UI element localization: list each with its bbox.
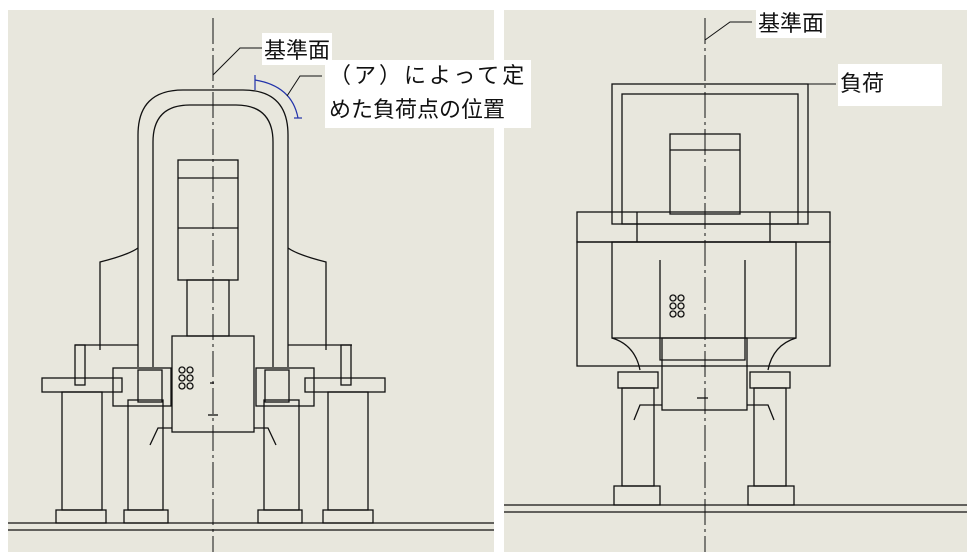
left-load-point-annotation: （ア）によって定 めた負荷点の位置 (325, 60, 532, 128)
right-bolt-pattern (669, 294, 685, 318)
annotation-line-2: めた負荷点の位置 (329, 98, 506, 123)
right-reference-plane-label: 基準面 (756, 6, 827, 38)
left-load-point-dimension (254, 75, 302, 119)
left-reference-leader (212, 47, 262, 76)
left-machine-drawing (8, 89, 494, 531)
right-load-label: 負荷 (838, 64, 942, 106)
left-annotation-leader (286, 75, 322, 97)
left-bolt-pattern (178, 366, 194, 390)
left-reference-plane-label: 基準面 (262, 33, 333, 65)
right-machine-drawing (504, 83, 967, 513)
annotation-line-1: （ア）によって定 (329, 64, 528, 89)
right-reference-leader (704, 21, 752, 41)
